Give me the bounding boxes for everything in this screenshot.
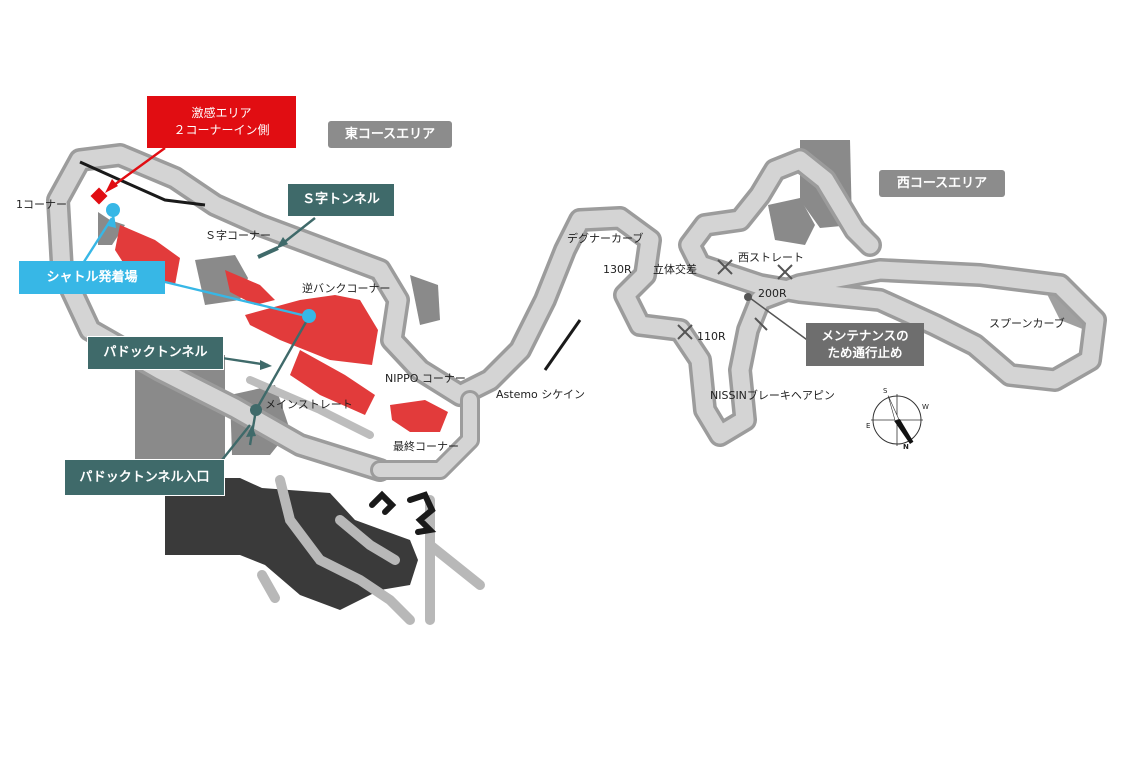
- corner-nissin: NISSINブレーキヘアピン: [710, 389, 835, 402]
- corner-astemo: Astemo シケイン: [496, 388, 586, 401]
- gekikan-line1: 激感エリア: [191, 105, 252, 120]
- spectator-zones: [115, 225, 448, 432]
- walls: [79, 160, 582, 371]
- corner-130r: 130R: [603, 263, 632, 276]
- s-tunnel-callout: Ｓ字トンネル: [287, 183, 395, 217]
- gekikan-line2: ２コーナーイン側: [173, 123, 270, 137]
- compass-n: N: [903, 443, 909, 451]
- maintenance-line1: メンテナンスの: [821, 327, 909, 343]
- west-area-text: 西コースエリア: [896, 175, 988, 191]
- track: [46, 143, 1107, 482]
- west-area-label: 西コースエリア: [879, 170, 1005, 197]
- corner-degner: デグナーカーブ: [567, 232, 644, 245]
- paddock-entrance-marker: [250, 404, 262, 416]
- paddock-tunnel-callout: パドックトンネル: [87, 336, 224, 370]
- west-straight-label: 西ストレート: [738, 251, 804, 264]
- shuttle-marker-1: [106, 203, 120, 217]
- paddock-tunnel-text: パドックトンネル: [103, 345, 208, 361]
- gekikan-marker: [90, 187, 108, 205]
- crossover-label: 立体交差: [653, 263, 697, 276]
- gekikan-area-callout: 激感エリア ２コーナーイン側: [147, 96, 296, 148]
- corner-nippo: NIPPO コーナー: [385, 372, 466, 385]
- shuttle-text: シャトル発着場: [46, 269, 138, 285]
- compass-w: W: [922, 403, 929, 411]
- corner-110r: 110R: [697, 330, 726, 343]
- east-area-label: 東コースエリア: [328, 121, 452, 148]
- shuttle-callout: シャトル発着場: [19, 261, 165, 294]
- paddock-entrance-text: パドックトンネル入口: [79, 469, 210, 485]
- east-area-text: 東コースエリア: [344, 126, 436, 142]
- maintenance-callout: メンテナンスの ため通行止め: [806, 323, 924, 366]
- compass-s: S: [883, 387, 888, 395]
- shuttle-marker-2: [302, 309, 316, 323]
- corner-s: Ｓ字コーナー: [205, 229, 271, 242]
- s-tunnel-text: Ｓ字トンネル: [302, 192, 380, 208]
- kart-track: [369, 490, 437, 535]
- access-roads: [257, 475, 485, 625]
- corner-final: 最終コーナー: [393, 440, 459, 453]
- corner-spoon: スプーンカーブ: [989, 317, 1065, 330]
- compass: [871, 394, 923, 446]
- maintenance-marker: [744, 293, 752, 301]
- main-straight-label: メインストレート: [265, 398, 353, 411]
- compass-e: E: [866, 422, 871, 430]
- corner-200r: 200R: [758, 287, 787, 300]
- corner-reverse-bank: 逆バンクコーナー: [302, 282, 391, 295]
- maintenance-line2: ため通行止め: [827, 344, 903, 360]
- paddock-entrance-callout: パドックトンネル入口: [64, 459, 225, 496]
- overpass-markers: [677, 259, 793, 340]
- corner-1: 1コーナー: [16, 198, 67, 211]
